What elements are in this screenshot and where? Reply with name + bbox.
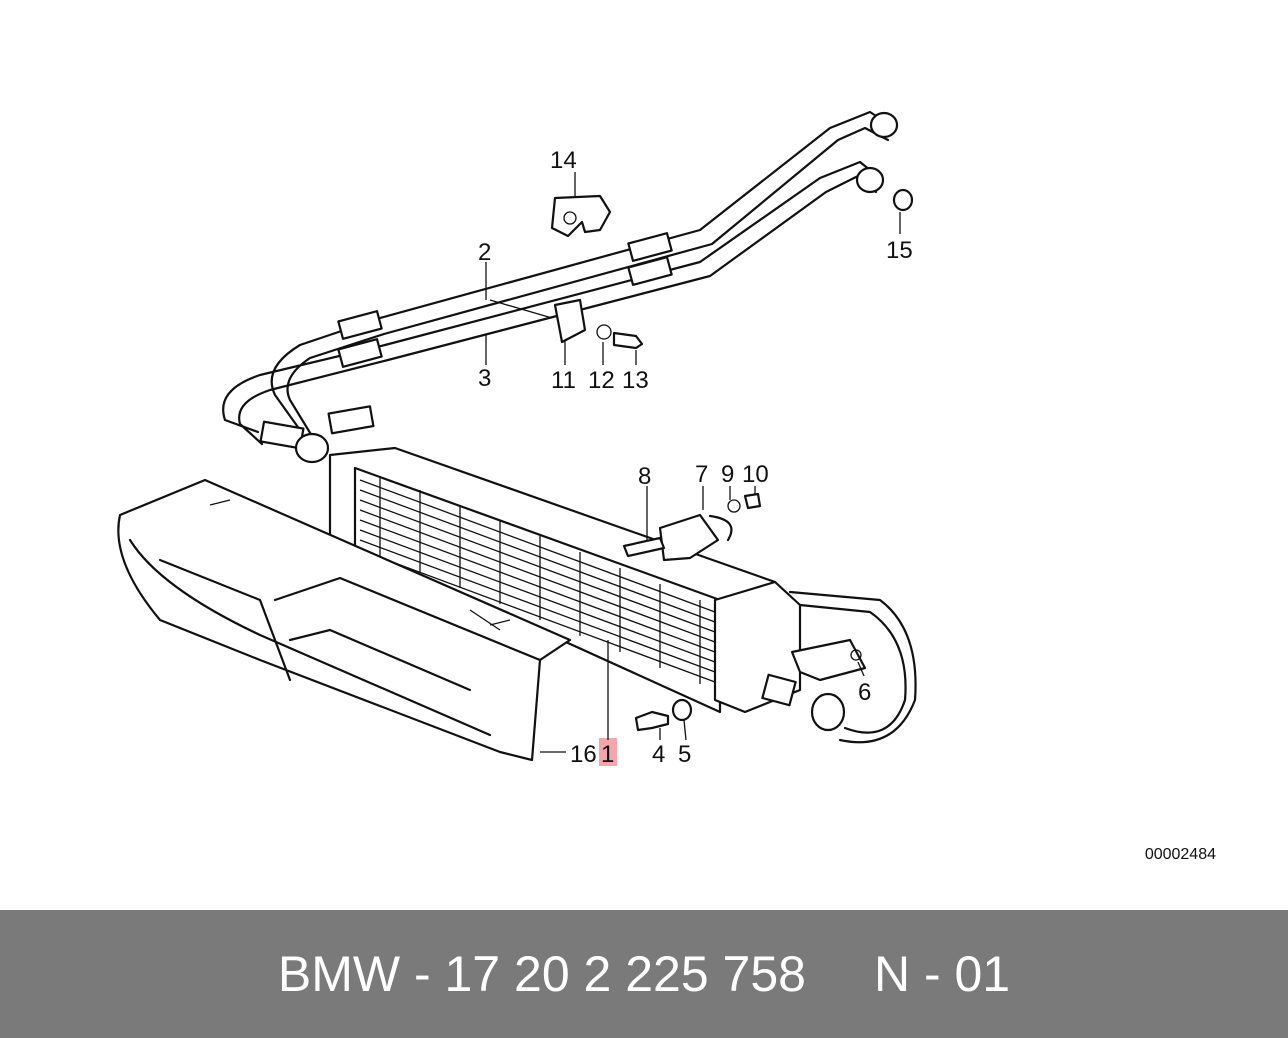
callout-13: 13 <box>622 367 649 394</box>
part-number-label: BMW - 17 20 2 225 758 <box>277 946 806 1002</box>
callout-11: 11 <box>551 367 576 394</box>
oil-line-lower <box>222 160 882 446</box>
leader-lines <box>485 172 901 753</box>
line-fittings <box>259 111 899 464</box>
oil-cooler <box>328 446 917 744</box>
parts-diagram: 1 2 3 4 5 6 7 8 9 10 11 12 13 14 15 16 <box>117 110 917 768</box>
callout-4: 4 <box>652 741 665 768</box>
cooler-fins <box>359 478 716 684</box>
callout-9: 9 <box>721 461 734 488</box>
callout-3: 3 <box>478 365 491 392</box>
air-duct <box>117 478 572 762</box>
callout-15: 15 <box>886 237 913 264</box>
callout-6: 6 <box>858 679 871 706</box>
callout-16: 16 <box>570 741 597 768</box>
oil-line-upper <box>270 110 892 438</box>
part-number-banner: BMW - 17 20 2 225 758 N - 01 <box>0 910 1288 1038</box>
washer-5 <box>671 698 693 722</box>
callout-2: 2 <box>478 239 491 266</box>
bolt-4 <box>634 710 670 732</box>
callout-1: 1 <box>601 741 614 768</box>
callout-8: 8 <box>638 463 651 490</box>
bracket-7 <box>622 492 762 562</box>
callout-12: 12 <box>588 367 615 394</box>
hose-clip-14 <box>550 194 612 238</box>
diagram-number: 00002484 <box>1144 846 1216 863</box>
callout-7: 7 <box>695 461 708 488</box>
callout-highlight <box>599 738 617 766</box>
bracket-6 <box>790 638 867 682</box>
washer-15 <box>892 188 914 212</box>
line-bracket-11 <box>553 298 644 350</box>
callout-14: 14 <box>550 147 577 174</box>
position-label: N - 01 <box>873 946 1011 1002</box>
callout-10: 10 <box>742 461 769 488</box>
callout-5: 5 <box>678 741 691 768</box>
